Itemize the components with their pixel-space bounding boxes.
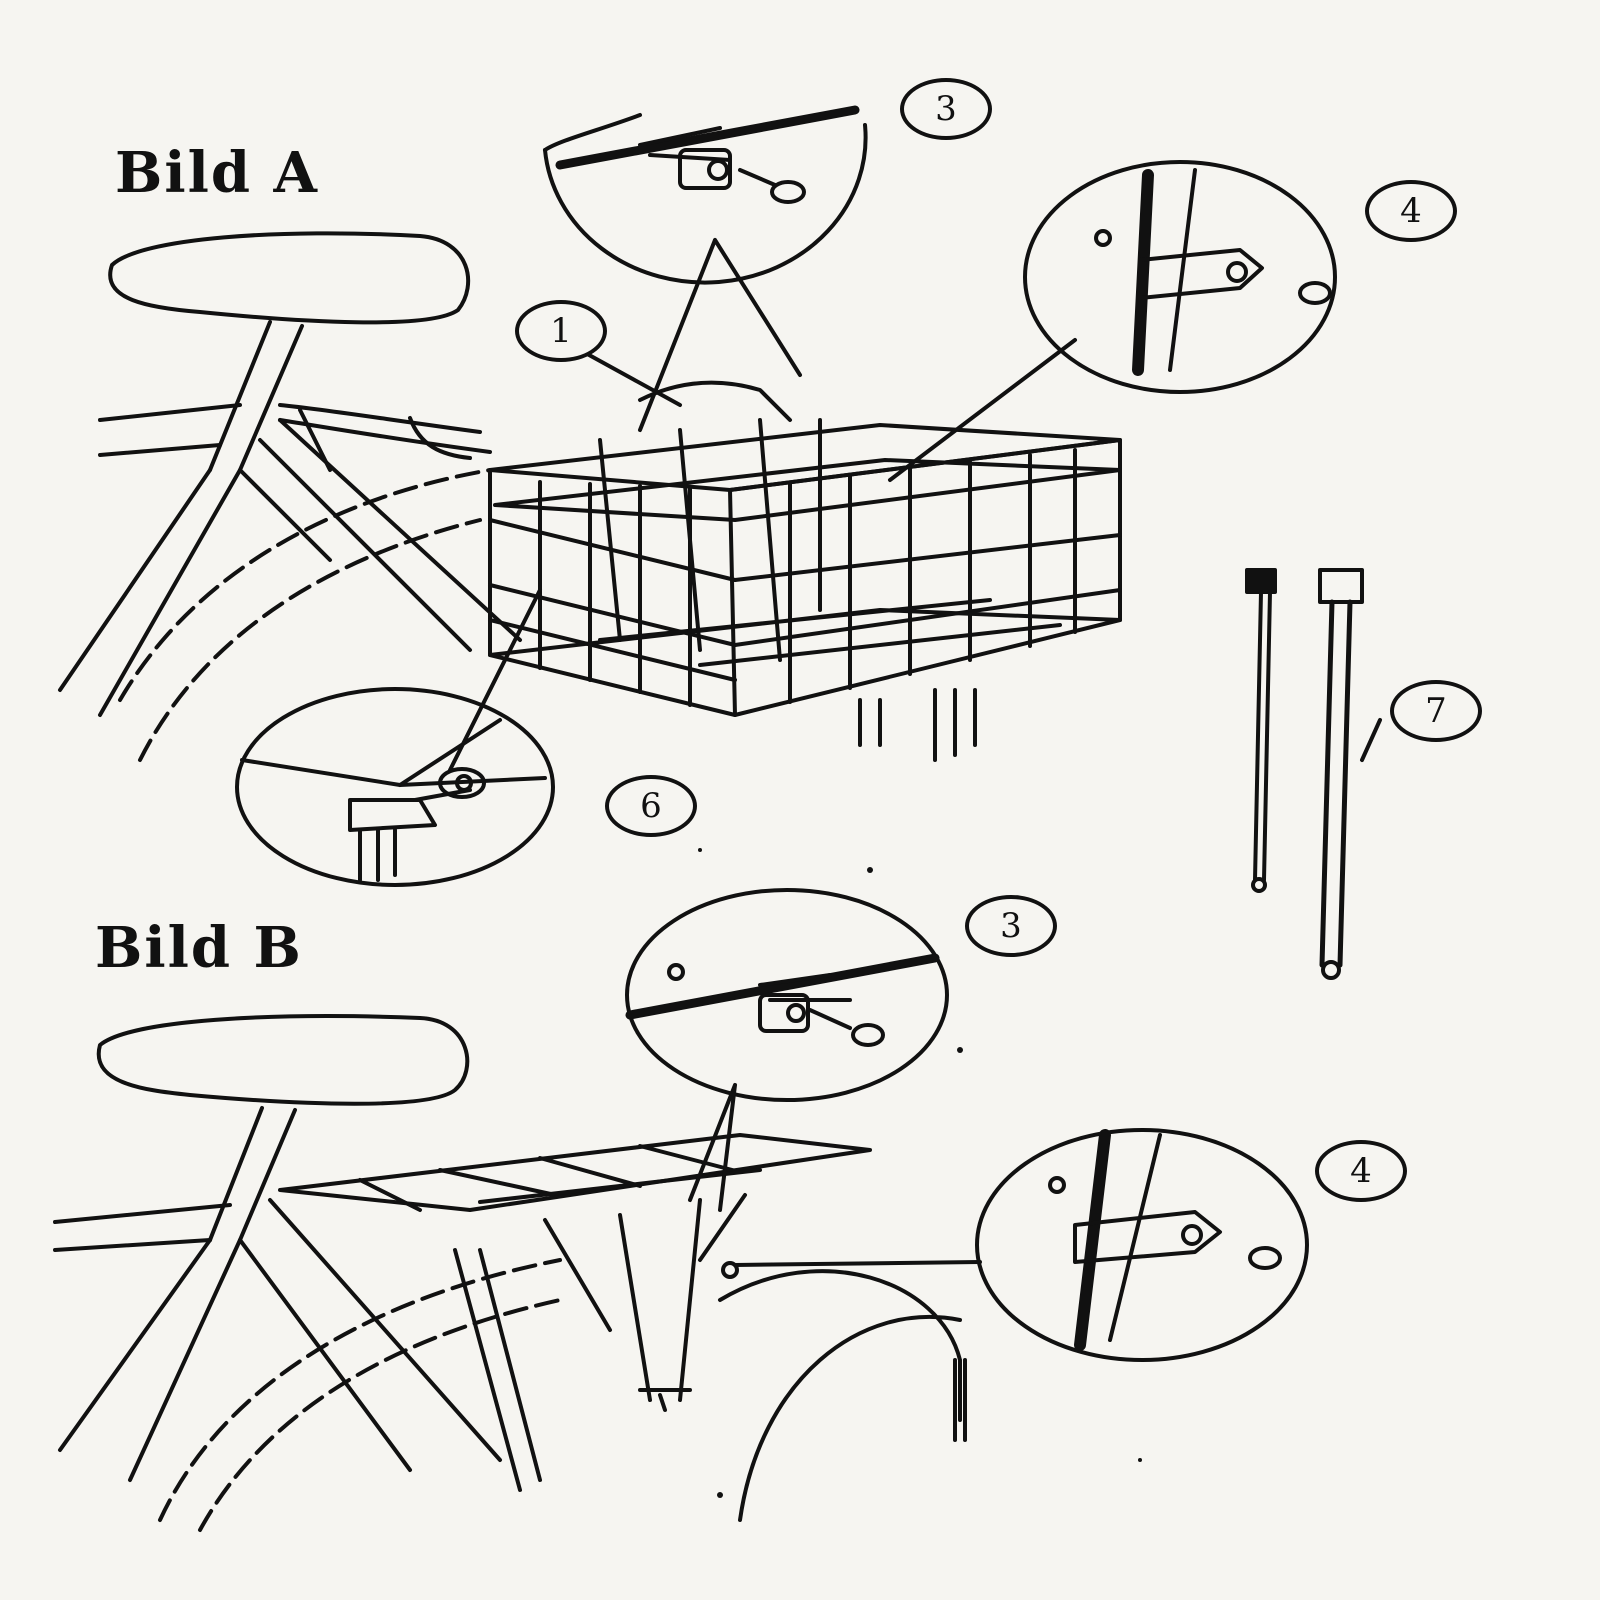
top-tube-b bbox=[53, 1203, 232, 1252]
leader-a-7 bbox=[1360, 718, 1382, 762]
detail-circle-b-4 bbox=[975, 1128, 1309, 1362]
leader-b-3 bbox=[688, 1083, 737, 1212]
callout-a-3: 3 bbox=[900, 78, 992, 140]
detail-circle-a-4 bbox=[1023, 160, 1337, 394]
callout-b-4: 4 bbox=[1315, 1140, 1407, 1202]
frame-lines-b bbox=[58, 1198, 502, 1482]
seat-post-a bbox=[208, 320, 304, 472]
mounting-rods-7 bbox=[1245, 568, 1364, 980]
figure-b-heading: Bild B bbox=[95, 915, 303, 981]
detail-circle-b-3 bbox=[625, 888, 949, 1102]
print-specks bbox=[698, 848, 1142, 1498]
wire-basket bbox=[488, 380, 1122, 762]
leader-a-1 bbox=[578, 348, 682, 407]
rear-rack-b bbox=[278, 1133, 982, 1412]
figure-a-drawing bbox=[58, 105, 1382, 980]
detail-circle-a-6 bbox=[235, 687, 555, 887]
figure-b-drawing bbox=[53, 888, 1309, 1532]
leader-a-6 bbox=[448, 588, 542, 772]
rear-wheel-b bbox=[718, 1269, 962, 1522]
saddle-a bbox=[108, 231, 471, 325]
leader-a-3 bbox=[638, 238, 802, 432]
seat-post-b bbox=[208, 1106, 297, 1242]
rack-rails-a bbox=[278, 403, 492, 454]
top-tube-a bbox=[98, 403, 242, 457]
figure-a-heading: Bild A bbox=[115, 140, 319, 206]
leader-a-4 bbox=[888, 338, 1077, 482]
callout-b-3: 3 bbox=[965, 895, 1057, 957]
saddle-b bbox=[96, 1014, 470, 1106]
callout-a-6: 6 bbox=[605, 775, 697, 837]
detail-circle-a-3 bbox=[543, 105, 868, 285]
callout-a-7: 7 bbox=[1390, 680, 1482, 742]
callout-a-4: 4 bbox=[1365, 180, 1457, 242]
frame-lines-a bbox=[58, 418, 522, 717]
callout-a-1: 1 bbox=[515, 300, 607, 362]
